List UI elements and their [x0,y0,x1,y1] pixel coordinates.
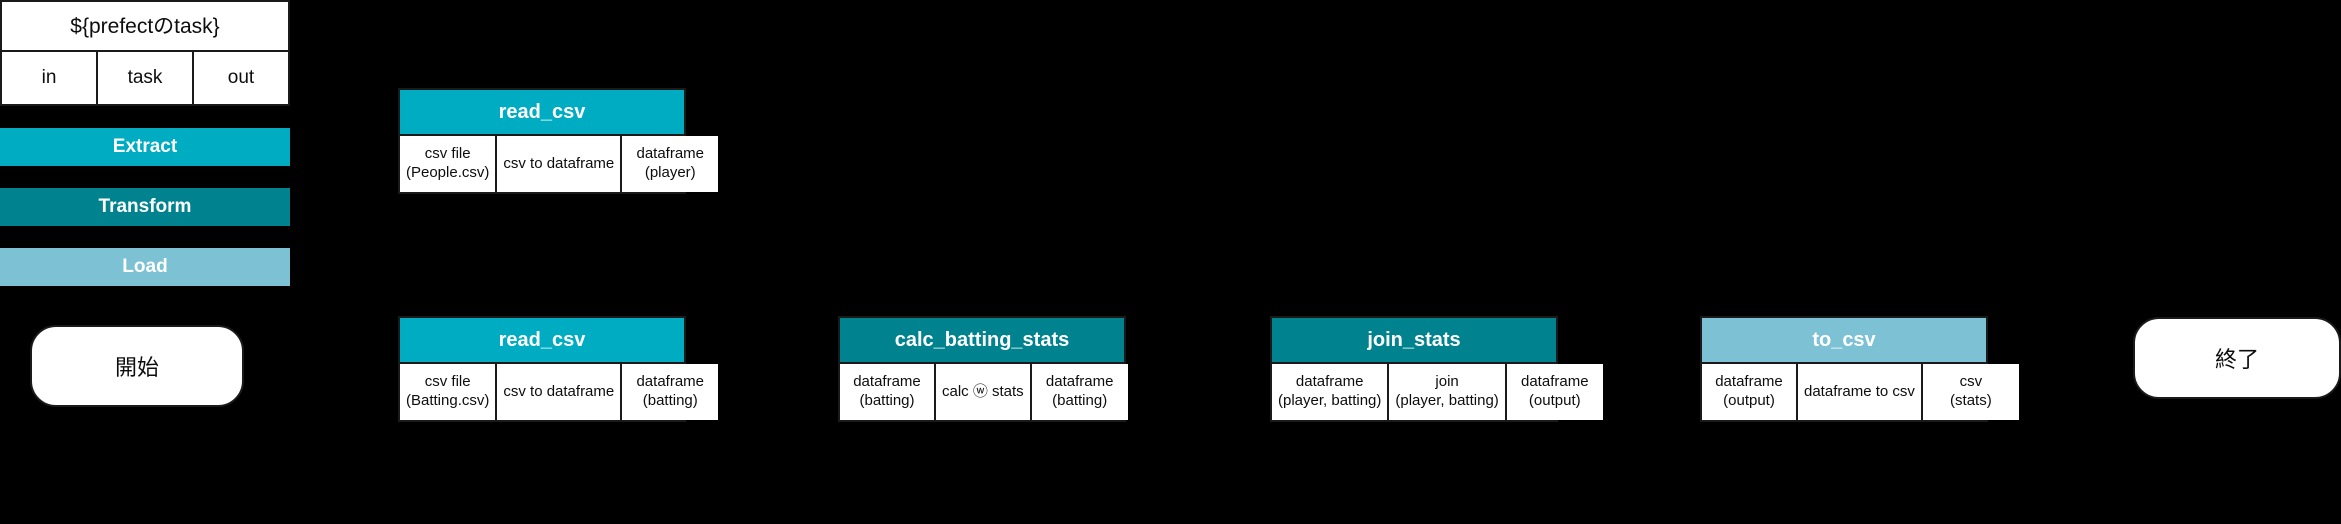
legend-cell-in: in [2,52,98,104]
task-node-to-csv: to_csv dataframe (output) dataframe to c… [1700,316,2019,422]
task-node-input: dataframe (output) [1702,364,1798,420]
task-node-output: dataframe (player) [622,136,719,192]
output-line-2: (stats) [1950,392,1992,409]
task-node-title: read_csv [400,318,684,362]
task-node-output: csv (stats) [1922,364,2019,420]
task-node-input: csv file (People.csv) [400,136,498,192]
action-line-1: calc ⓦ stats [942,382,1024,400]
terminator-end: 終了 [2133,317,2341,399]
action-line-1: dataframe to csv [1804,382,1915,400]
output-line-2: (player) [644,164,696,181]
input-line-1: csv file [424,373,471,391]
legend-phase-transform: Transform [0,188,290,226]
task-node-action: csv to dataframe [497,364,623,420]
legend-cell-task: task [98,52,194,104]
input-line-1: dataframe [853,373,921,391]
legend-cell-out: out [194,52,288,104]
task-node-input: dataframe (player, batting) [1272,364,1390,420]
task-node-title: calc_batting_stats [840,318,1124,362]
task-node-title: read_csv [400,90,684,134]
task-node-cells: dataframe (batting) calc ⓦ stats datafra… [840,362,1128,420]
task-node-input: dataframe (batting) [840,364,936,420]
input-line-1: csv file [424,145,471,163]
output-line-1: dataframe [1521,373,1589,391]
task-node-output: dataframe (batting) [1031,364,1128,420]
task-node-title: to_csv [1702,318,1986,362]
output-line-1: dataframe [1045,373,1114,391]
input-line-2: (batting) [859,392,915,409]
input-line-2: (People.csv) [406,164,490,181]
task-node-cells: dataframe (player, batting) join (player… [1272,362,1603,420]
legend-task-cells: in task out [2,52,288,104]
legend-task-title: ${prefectのtask} [2,2,288,52]
action-line-1: csv to dataframe [503,382,615,400]
output-line-1: dataframe [636,373,705,391]
output-line-1: csv [1959,373,1983,391]
task-node-read-csv-people: read_csv csv file (People.csv) csv to da… [398,88,719,194]
legend-phase-extract: Extract [0,128,290,166]
output-line-2: (output) [1528,392,1581,409]
task-node-cells: csv file (People.csv) csv to dataframe d… [400,134,719,192]
input-line-1: dataframe [1715,373,1783,391]
task-node-join-stats: join_stats dataframe (player, batting) j… [1270,316,1603,422]
output-line-2: (batting) [1052,392,1108,409]
task-node-action: dataframe to csv [1798,364,1923,420]
action-line-1: join [1435,373,1459,391]
task-node-action: join (player, batting) [1389,364,1507,420]
output-line-1: dataframe [636,145,705,163]
input-line-1: dataframe [1295,373,1364,391]
task-node-calc-batting-stats: calc_batting_stats dataframe (batting) c… [838,316,1128,422]
task-node-cells: dataframe (output) dataframe to csv csv … [1702,362,2019,420]
task-node-output: dataframe (output) [1506,364,1603,420]
task-node-input: csv file (Batting.csv) [400,364,498,420]
output-line-2: (batting) [642,392,698,409]
action-line-1: csv to dataframe [503,154,615,172]
task-node-title: join_stats [1272,318,1556,362]
input-line-2: (Batting.csv) [406,392,490,409]
task-node-read-csv-batting: read_csv csv file (Batting.csv) csv to d… [398,316,719,422]
action-line-2: (player, batting) [1395,392,1499,409]
input-line-2: (output) [1723,392,1775,409]
task-node-action: calc ⓦ stats [936,364,1032,420]
input-line-2: (player, batting) [1278,392,1382,409]
terminator-start: 開始 [30,325,244,407]
legend-task-template: ${prefectのtask} in task out [0,0,290,106]
task-node-output: dataframe (batting) [622,364,719,420]
legend-phase-load: Load [0,248,290,286]
task-node-cells: csv file (Batting.csv) csv to dataframe … [400,362,719,420]
task-node-action: csv to dataframe [497,136,623,192]
